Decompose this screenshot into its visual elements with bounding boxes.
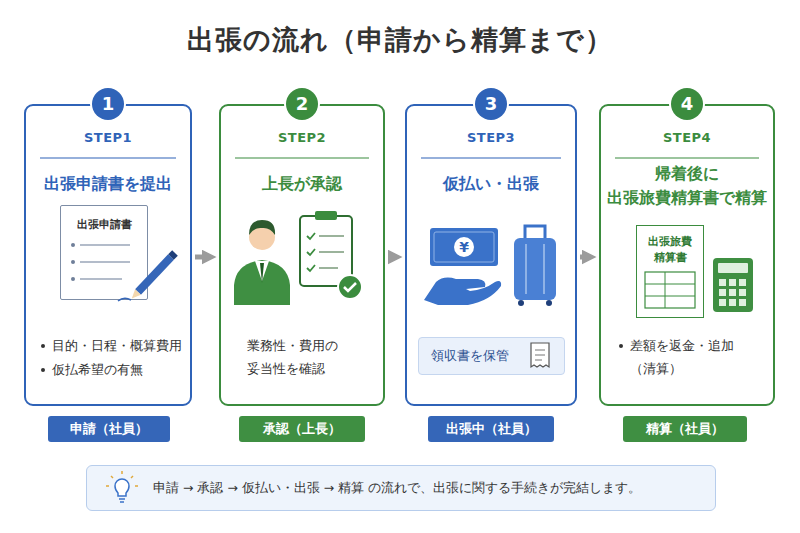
step-card: STEP2上長が承認業務性・費用の 妥当性を確認2 <box>219 104 385 406</box>
role-tag: 申請（社員） <box>48 416 170 442</box>
step-card: STEP1出張申請書を提出目的・日程・概算費用仮払希望の有無1出張申請書 <box>24 104 192 406</box>
step-heading: 出張申請書を提出 <box>26 172 190 196</box>
step-number: 3 <box>475 88 507 120</box>
step-label: STEP3 <box>407 130 575 146</box>
diagram-title: 出張の流れ（申請から精算まで） <box>0 20 800 60</box>
step-card: STEP3仮払い・出張3領収書を保管 <box>405 104 577 406</box>
receipt-note-box: 領収書を保管 <box>418 337 565 375</box>
step-number: 1 <box>92 88 124 120</box>
bullet-item: 仮払希望の有無 <box>52 358 184 381</box>
step-number-badge: 2 <box>286 88 318 120</box>
role-tag: 精算（社員） <box>623 416 747 442</box>
role-text: 出張中（社員） <box>428 416 554 442</box>
step-card: STEP4帰着後に 出張旅費精算書で精算差額を返金・追加 （清算）4出張旅費 精… <box>599 104 775 406</box>
step-heading: 帰着後に 出張旅費精算書で精算 <box>601 162 773 210</box>
flow-arrow <box>388 255 395 260</box>
step-number-badge: 1 <box>92 88 124 120</box>
step-label: STEP2 <box>221 130 383 146</box>
flow-arrow <box>195 255 209 260</box>
role-text: 精算（社員） <box>623 416 747 442</box>
role-tag: 出張中（社員） <box>428 416 554 442</box>
receipt-note: 領収書を保管 <box>431 338 509 374</box>
step-heading: 上長が承認 <box>221 172 383 196</box>
step-label: STEP1 <box>26 130 190 146</box>
bullet-item: 目的・日程・概算費用 <box>52 334 184 357</box>
bullet-item: 差額を返金・追加 （清算） <box>630 334 762 380</box>
step-number: 2 <box>286 88 318 120</box>
step-label: STEP4 <box>601 130 773 146</box>
settlement-document: 出張旅費 精算書 <box>636 225 704 318</box>
document-title: 出張申請書 <box>61 218 147 232</box>
currency-symbol: ¥ <box>454 237 474 257</box>
step-heading: 仮払い・出張 <box>407 172 575 196</box>
step-number-badge: 4 <box>671 88 703 120</box>
role-text: 承認（上長） <box>239 416 365 442</box>
form-document: 出張申請書 <box>60 205 148 300</box>
role-tag: 承認（上長） <box>239 416 365 442</box>
summary-note: 申請 → 承認 → 仮払い・出張 → 精算 の流れで、出張に関する手続きが完結し… <box>86 465 716 511</box>
document-title: 出張旅費 精算書 <box>637 234 703 266</box>
flow-arrow <box>580 255 589 260</box>
step-number: 4 <box>671 88 703 120</box>
step-description: 業務性・費用の 妥当性を確認 <box>247 334 379 380</box>
step-number-badge: 3 <box>475 88 507 120</box>
role-text: 申請（社員） <box>48 416 170 442</box>
summary-text: 申請 → 承認 → 仮払い・出張 → 精算 の流れで、出張に関する手続きが完結し… <box>153 466 641 510</box>
